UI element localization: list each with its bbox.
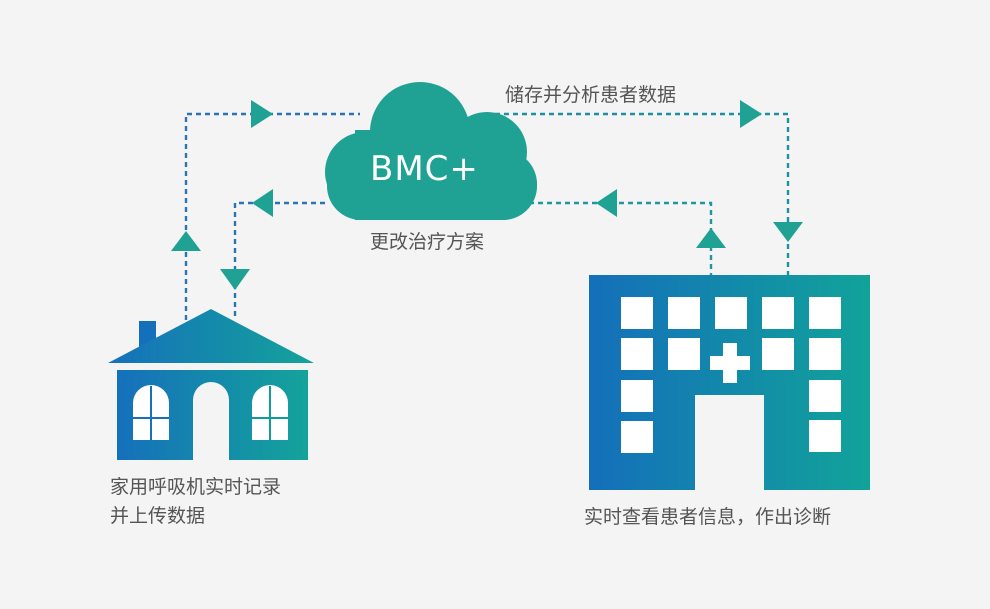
label-home-line1: 家用呼吸机实时记录 bbox=[110, 476, 282, 498]
arrow-left-icon bbox=[596, 189, 617, 217]
window-icon bbox=[252, 385, 288, 440]
arrow-up-icon bbox=[696, 228, 726, 248]
hospital-icon bbox=[589, 275, 870, 490]
arrow-right-icon bbox=[251, 100, 273, 128]
arrow-right-icon bbox=[740, 100, 762, 128]
medical-cross-icon bbox=[710, 343, 750, 383]
edge-cloud-to-home-line bbox=[233, 201, 325, 318]
arrow-down-icon bbox=[773, 222, 803, 242]
cloud-icon bbox=[325, 82, 537, 220]
label-hospital: 实时查看患者信息，作出诊断 bbox=[584, 506, 832, 528]
house-icon bbox=[108, 309, 314, 460]
arrow-up-icon bbox=[171, 231, 201, 251]
edge-hospital-to-cloud-line bbox=[530, 201, 713, 278]
cloud-title: BMC+ bbox=[370, 149, 479, 189]
hospital-windows bbox=[621, 297, 841, 453]
edge-cloud-to-hospital-line bbox=[495, 112, 790, 278]
arrow-left-icon bbox=[252, 189, 273, 217]
arrow-down-icon bbox=[220, 269, 250, 290]
window-icon bbox=[133, 385, 169, 440]
label-change-treatment: 更改治疗方案 bbox=[370, 231, 485, 253]
label-store-analyze: 储存并分析患者数据 bbox=[505, 84, 677, 106]
label-home-line2: 并上传数据 bbox=[110, 505, 206, 527]
